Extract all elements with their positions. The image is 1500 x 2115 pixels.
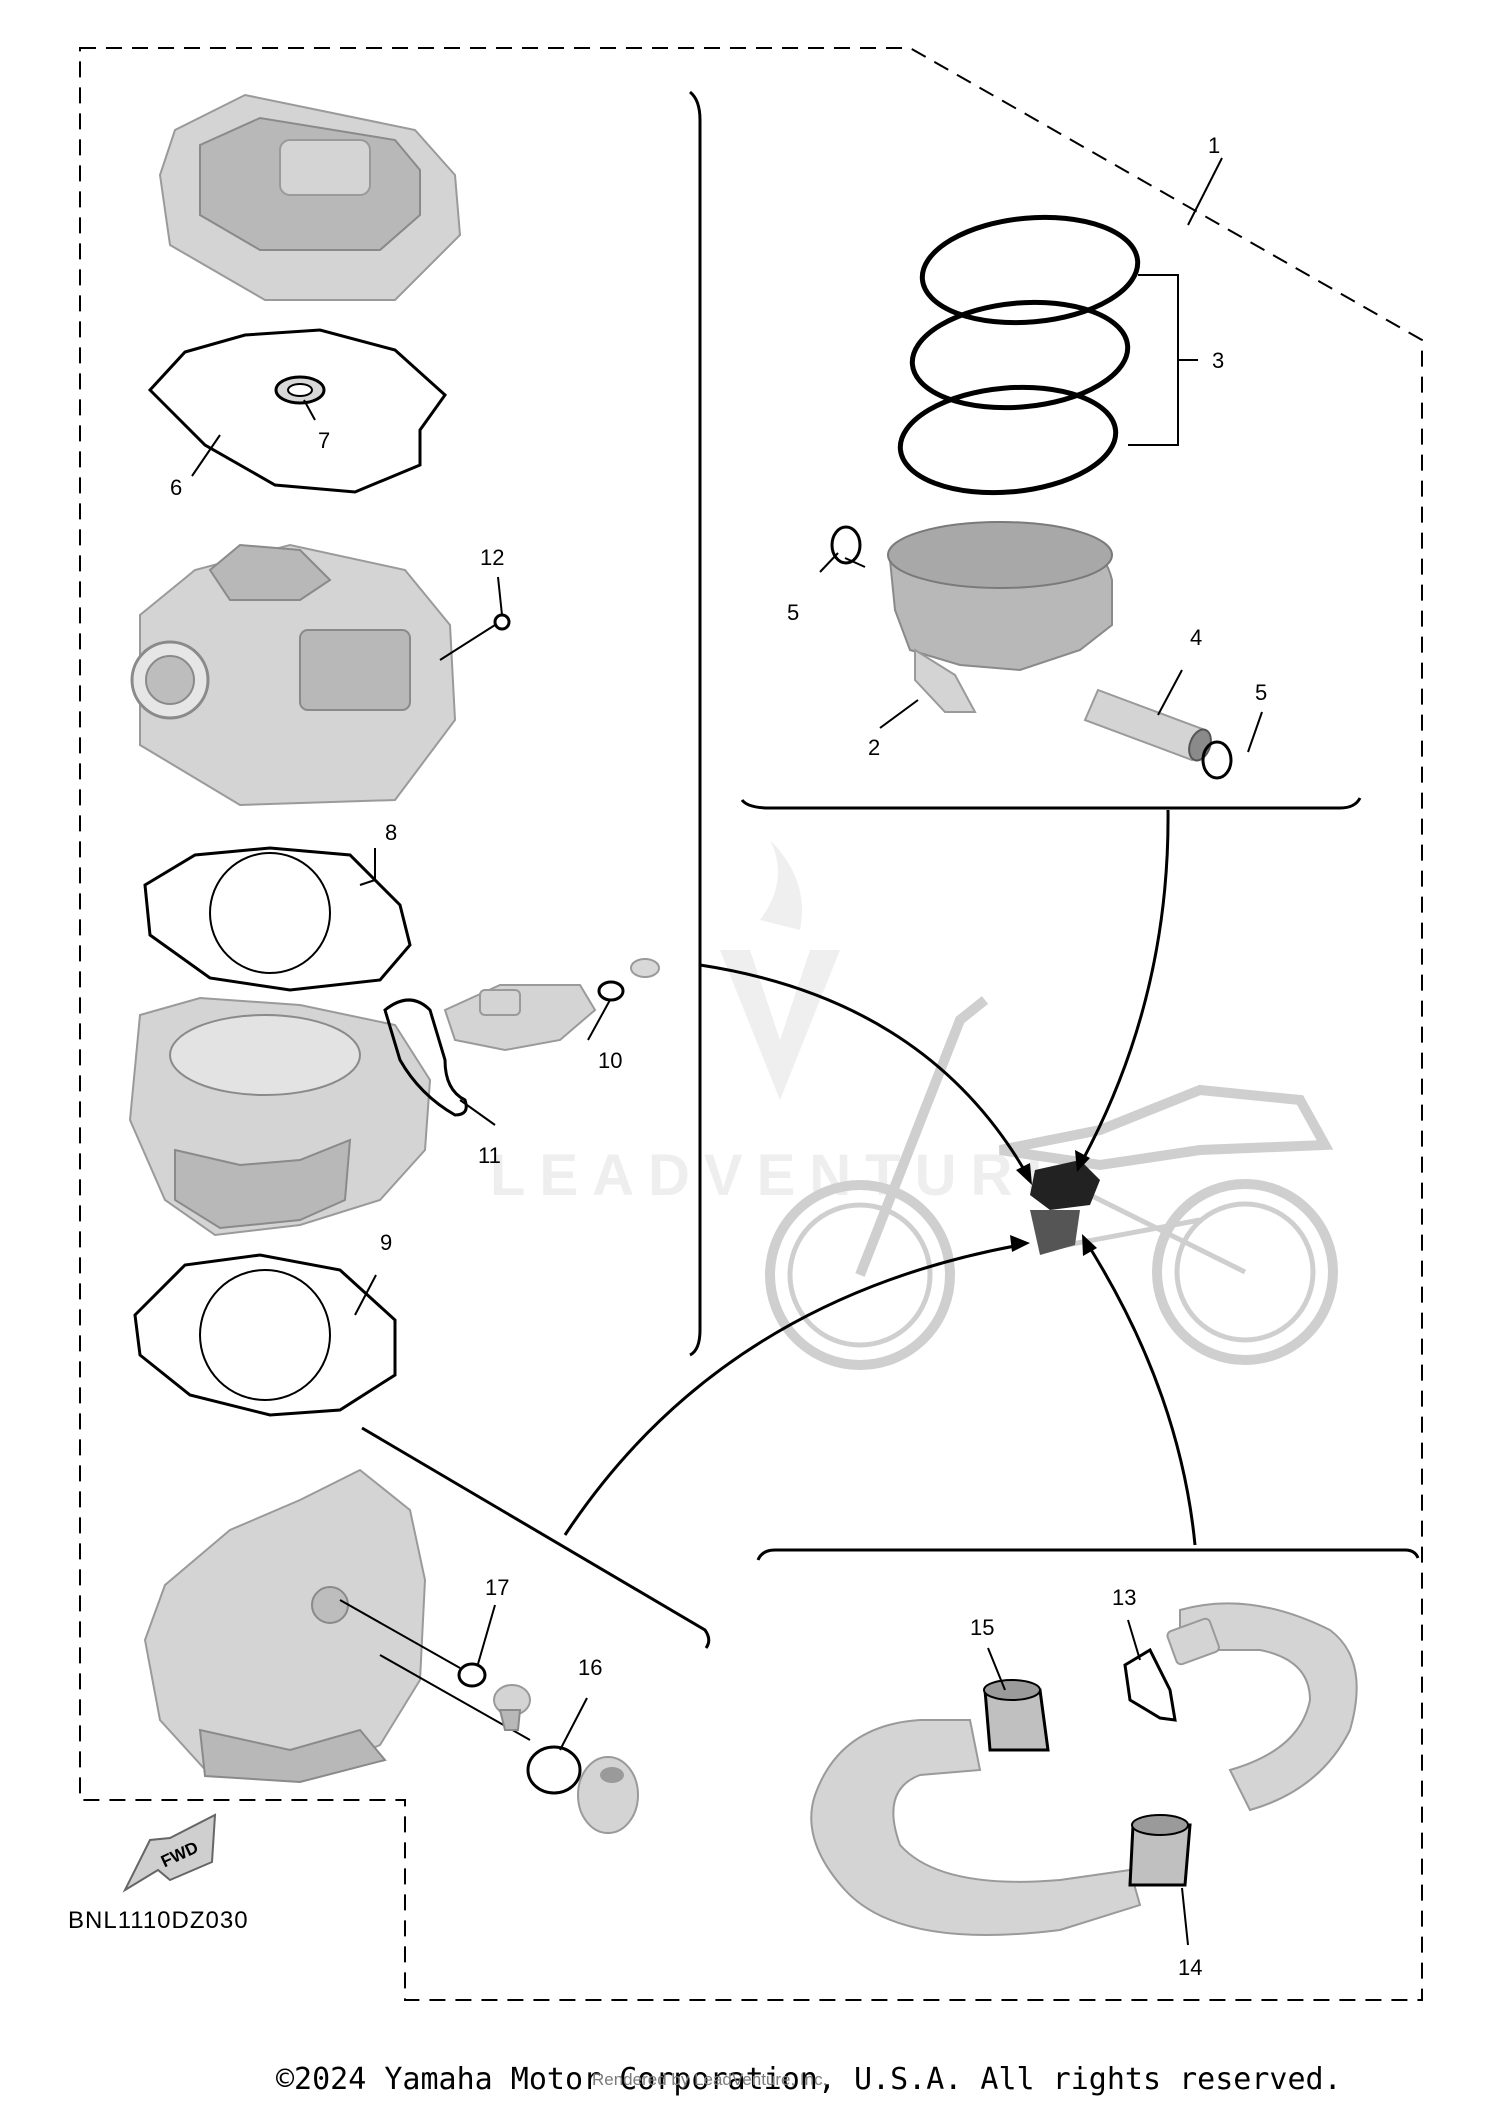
cover-cap[interactable]	[577, 1756, 639, 1834]
cylinder-head[interactable]	[130, 543, 457, 807]
callout-numbers: 1 2 3 4 5 5 6 7 8 9 10 11 12 13 14 15 16…	[170, 133, 1267, 1980]
rendered-by-notice: Rendered by LeadVenture, Inc.	[592, 2070, 828, 2089]
piston-rings[interactable]	[896, 209, 1142, 501]
piston[interactable]	[887, 520, 1113, 713]
watermark-text: LEADVENTURE	[490, 1143, 1079, 1208]
section-divider-left	[688, 90, 702, 1357]
callout-5-right: 5	[1255, 680, 1267, 705]
arrow-left-to-engine	[699, 963, 1032, 1181]
callout-10: 10	[598, 1048, 622, 1073]
exhaust-pipe-rear[interactable]	[1166, 1602, 1358, 1812]
ring-bracket	[1128, 274, 1198, 446]
cover-o-ring-small[interactable]	[457, 1662, 487, 1688]
exhaust-section-bracket	[756, 1548, 1420, 1561]
valve-cover-gasket[interactable]	[147, 328, 447, 494]
callout-8: 8	[385, 820, 397, 845]
leader-lines	[191, 157, 1263, 1946]
tensioner-o-ring[interactable]	[597, 980, 625, 1002]
oil-filler-plug[interactable]	[493, 1684, 531, 1731]
callout-7: 7	[318, 428, 330, 453]
callout-14: 14	[1178, 1955, 1202, 1980]
cylinder[interactable]	[128, 996, 432, 1237]
piston-pin-clip-right[interactable]	[1201, 740, 1233, 780]
cylinder-head-plug[interactable]	[493, 613, 511, 631]
callout-9: 9	[380, 1230, 392, 1255]
exhaust-sleeve-upper[interactable]	[983, 1679, 1050, 1752]
callout-1: 1	[1208, 133, 1220, 158]
crankcase-section-bracket	[361, 1426, 711, 1649]
exhaust-gasket[interactable]	[1123, 1647, 1177, 1722]
crankcase-cover[interactable]	[143, 1468, 427, 1784]
callout-15: 15	[970, 1615, 994, 1640]
callout-12: 12	[480, 545, 504, 570]
exhaust-pipe-front[interactable]	[810, 1719, 1142, 1936]
callout-2: 2	[868, 735, 880, 760]
engine-highlight	[1030, 1160, 1100, 1255]
arrow-piston-to-engine	[1078, 809, 1170, 1166]
tensioner-gasket[interactable]	[383, 998, 468, 1117]
piston-pin[interactable]	[1083, 688, 1215, 763]
callout-13: 13	[1112, 1585, 1136, 1610]
callout-4: 4	[1190, 625, 1202, 650]
callout-17: 17	[485, 1575, 509, 1600]
callout-11: 11	[478, 1143, 501, 1168]
exhaust-sleeve-lower[interactable]	[1128, 1814, 1192, 1887]
callout-6: 6	[170, 475, 182, 500]
diagram-code: BNL1110DZ030	[68, 1907, 249, 1934]
callout-16: 16	[578, 1655, 602, 1680]
leader-17	[339, 1599, 461, 1669]
piston-section-underline	[740, 797, 1362, 810]
cam-chain-tensioner[interactable]	[443, 958, 660, 1052]
cover-o-ring-large[interactable]	[526, 1745, 582, 1795]
fwd-arrow-icon: FWD	[122, 1813, 217, 1893]
cylinder-base-gasket[interactable]	[133, 1253, 397, 1417]
arrow-exhaust-to-engine	[1083, 1239, 1197, 1546]
cylinder-head-cover[interactable]	[158, 93, 462, 301]
oil-seal[interactable]	[274, 375, 326, 405]
leadventure-watermark: LEADVENTURE	[490, 840, 1079, 1208]
callout-3: 3	[1212, 348, 1224, 373]
piston-pin-clip-left[interactable]	[830, 525, 862, 565]
callout-5: 5	[787, 600, 799, 625]
copyright-notice: ©2024 Yamaha Motor Corporation, U.S.A. A…	[276, 2062, 1342, 2097]
cylinder-head-gasket[interactable]	[143, 846, 412, 992]
arrow-crankcase-to-engine	[563, 1243, 1021, 1536]
